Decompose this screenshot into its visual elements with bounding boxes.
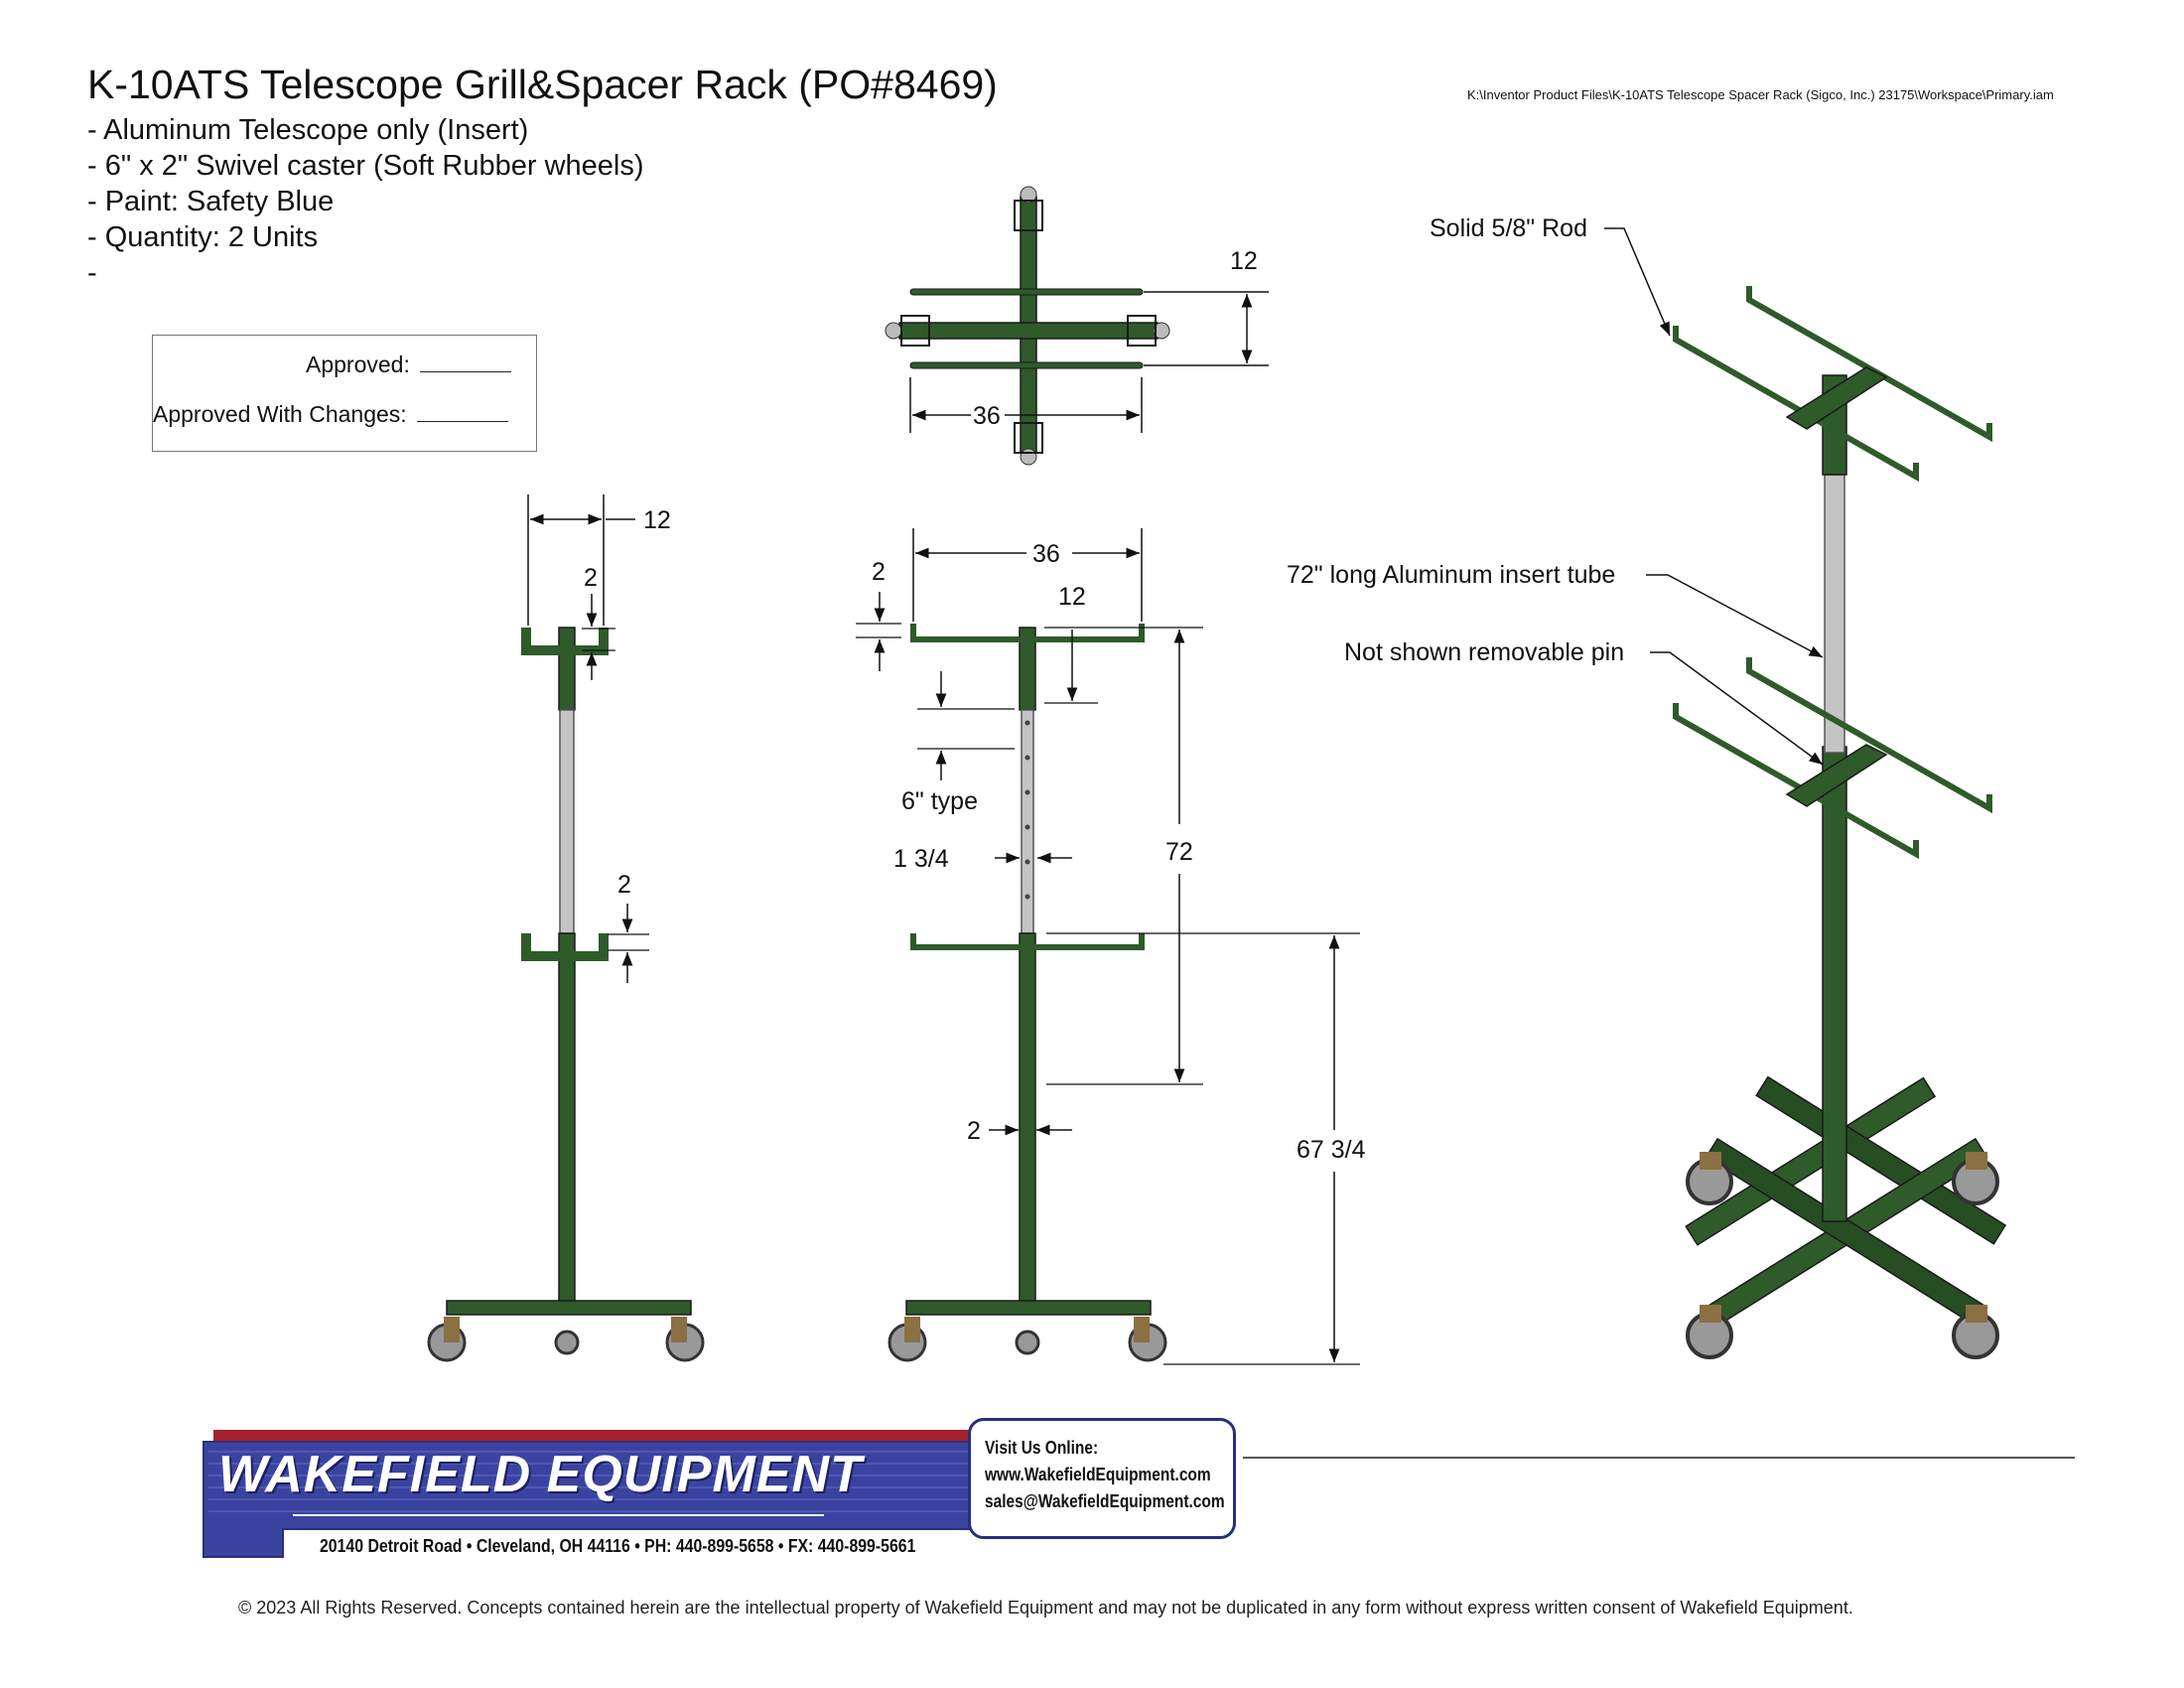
top-view: 12 36: [885, 186, 1269, 466]
caster-wheel: [554, 1330, 580, 1355]
top-view-crossbar: [898, 322, 1159, 340]
brand-logo-text: WAKEFIELD EQUIPMENT: [218, 1446, 863, 1503]
spec-notes: - Aluminum Telescope only (Insert) - 6" …: [87, 112, 644, 291]
file-path: K:\Inventor Product Files\K-10ATS Telesc…: [1467, 87, 2054, 102]
iso-lower-arm: [1673, 703, 1919, 860]
caster-bracket: [1966, 1305, 1987, 1323]
front-view-arm-drop-dim: 12: [1058, 583, 1086, 611]
top-view-caster: [885, 322, 902, 340]
caster-wheel: [1015, 1330, 1040, 1355]
front-view-hole-spacing-dim: 6" type: [901, 787, 978, 815]
front-view-tube-width-dim: 1 3/4: [893, 845, 949, 873]
isometric-view: Solid 5/8" Rod 72" long Aluminum insert …: [1287, 214, 2007, 1359]
caster-bracket: [1966, 1152, 1987, 1170]
front-view-base-height-dim: 67 3/4: [1297, 1136, 1366, 1164]
iso-insert-tube: [1824, 474, 1845, 754]
caster-bracket: [904, 1317, 920, 1342]
front-view-post-width-dim: 2: [967, 1117, 981, 1145]
rod-callout: Solid 5/8" Rod: [1430, 214, 1587, 242]
top-view-caster-plate: [1127, 315, 1157, 347]
note-line: - 6" x 2" Swivel caster (Soft Rubber whe…: [87, 150, 644, 182]
email-link[interactable]: sales@WakefieldEquipment.com: [985, 1491, 1225, 1511]
note-line: - Quantity: 2 Units: [87, 221, 319, 253]
side-view-base: [446, 1300, 692, 1316]
front-view: 36 2 12 6" type 1 3/4 72 2: [856, 528, 1366, 1365]
top-view-spacing-dim: 12: [1230, 247, 1258, 275]
front-view-telescope-travel-dim: 72: [1165, 838, 1193, 866]
top-view-width-dim: 36: [973, 402, 1001, 430]
side-view: 12 2 2: [427, 494, 705, 1362]
side-view-lower-arm: [521, 933, 609, 961]
caster-bracket: [1700, 1305, 1721, 1323]
visit-heading: Visit Us Online:: [985, 1438, 1099, 1458]
iso-lower-bracket: [1785, 744, 1888, 807]
iso-upper-arm: [1746, 286, 1992, 443]
approved-signature-line[interactable]: [419, 353, 511, 372]
caster-bracket: [671, 1317, 687, 1342]
side-view-lower-post: [558, 932, 576, 1307]
brand-banner: [203, 1430, 984, 1558]
approved-with-changes-signature-line[interactable]: [416, 403, 508, 422]
side-view-insert-tube: [559, 709, 575, 934]
top-view-caster-plate: [1014, 200, 1043, 231]
note-line: -: [87, 257, 97, 289]
front-view-width-dim: 36: [1032, 540, 1060, 568]
front-view-upper-arm: [910, 624, 1145, 642]
note-line: - Paint: Safety Blue: [87, 186, 335, 217]
copyright-notice: © 2023 All Rights Reserved. Concepts con…: [238, 1598, 1853, 1618]
banner-red-stripe: [213, 1430, 983, 1442]
top-view-caster: [1020, 448, 1037, 466]
top-view-caster: [1020, 186, 1037, 204]
approved-label: Approved:: [306, 352, 410, 377]
website-link[interactable]: www.WakefieldEquipment.com: [985, 1465, 1211, 1484]
top-view-arm: [909, 288, 1144, 296]
top-view-caster-plate: [1014, 422, 1043, 454]
footer-divider: [1243, 1457, 2075, 1459]
front-view-insert-tube: [1021, 709, 1034, 934]
side-view-top-bar-dim: 2: [584, 564, 598, 592]
front-view-lower-post: [1019, 932, 1036, 1307]
iso-lower-post: [1822, 746, 1847, 1222]
iso-upper-bracket: [1785, 366, 1888, 430]
caster-bracket: [1700, 1152, 1721, 1170]
iso-upper-arm: [1673, 326, 1919, 483]
company-address: 20140 Detroit Road • Cleveland, OH 44116…: [320, 1536, 916, 1556]
top-view-arm: [909, 361, 1144, 369]
drawing-title: K-10ATS Telescope Grill&Spacer Rack (PO#…: [87, 62, 998, 107]
caster-bracket: [444, 1317, 460, 1342]
top-view-caster-plate: [900, 315, 930, 347]
front-view-lower-arm: [910, 933, 1145, 950]
iso-lower-arm: [1746, 657, 1992, 814]
note-line: - Aluminum Telescope only (Insert): [87, 114, 529, 146]
approved-row: Approved:: [306, 352, 511, 378]
approval-box: Approved: Approved With Changes:: [152, 335, 537, 452]
top-view-caster: [1153, 322, 1170, 340]
caster-bracket: [1134, 1317, 1150, 1342]
front-view-top-bar-dim: 2: [872, 558, 886, 586]
insert-tube-callout: 72" long Aluminum insert tube: [1287, 561, 1615, 589]
visit-online-box: Visit Us Online: www.WakefieldEquipment.…: [968, 1418, 1236, 1539]
side-view-lower-bar-dim: 2: [617, 871, 631, 899]
approved-with-changes-row: Approved With Changes:: [153, 401, 508, 428]
side-view-upper-arm: [521, 628, 609, 655]
side-view-upper-post: [558, 627, 576, 711]
pin-callout: Not shown removable pin: [1344, 638, 1624, 666]
side-view-width-dim: 12: [643, 506, 671, 534]
front-view-base: [905, 1300, 1152, 1316]
approved-with-changes-label: Approved With Changes:: [153, 401, 407, 427]
